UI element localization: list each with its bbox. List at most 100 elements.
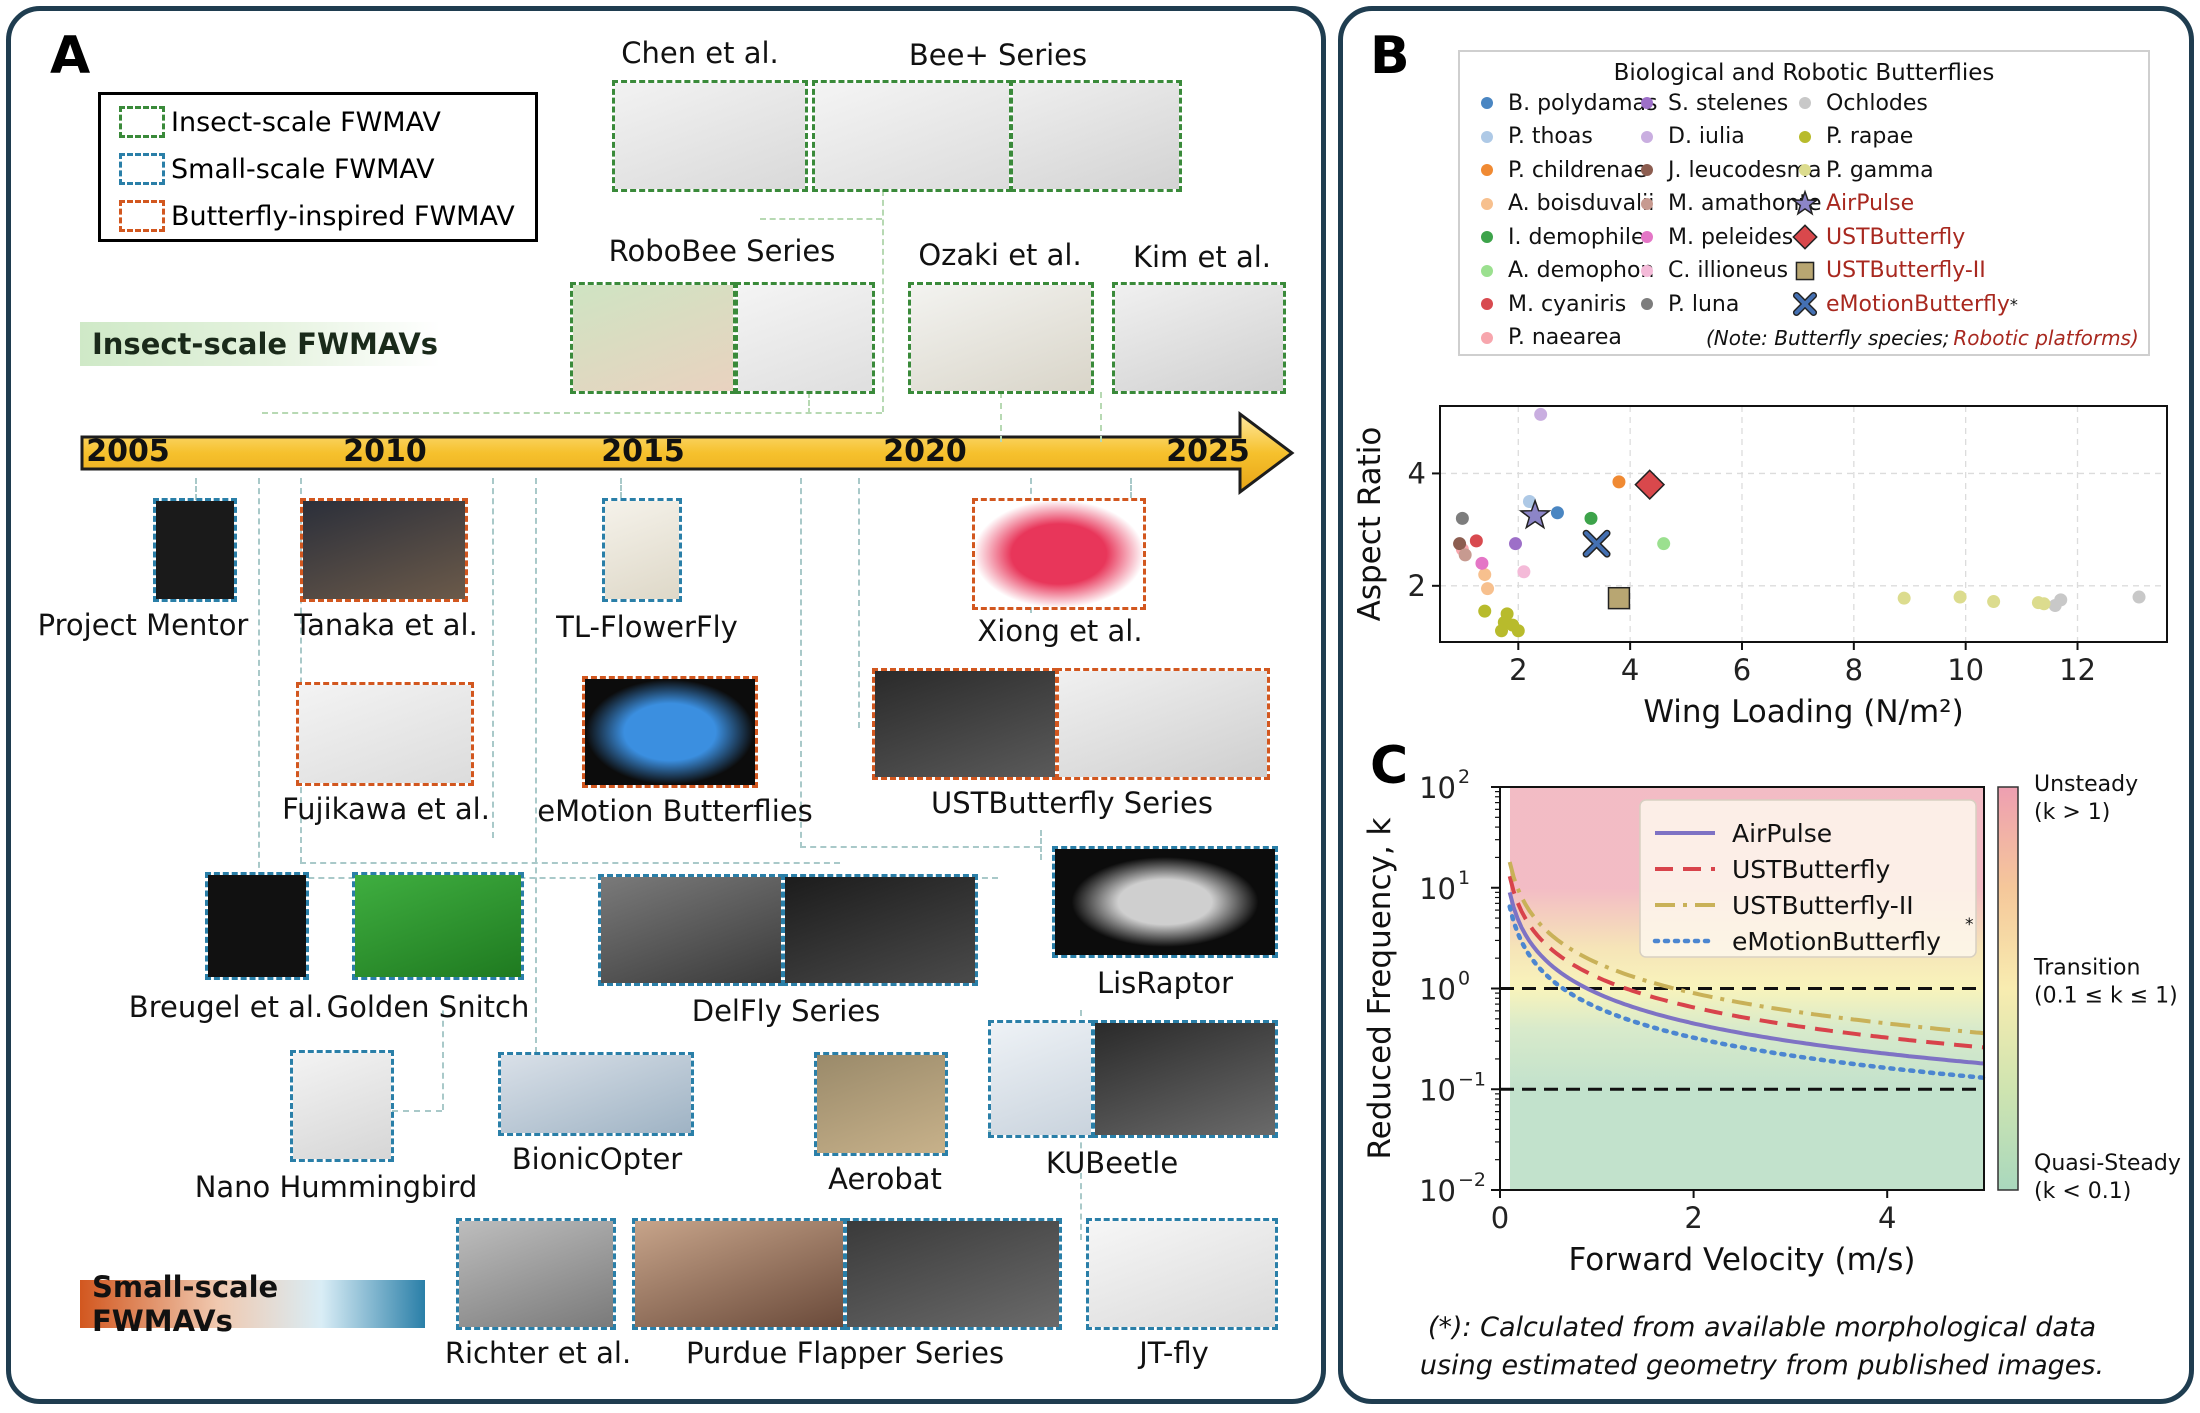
label-jt-fly: JT-fly xyxy=(1139,1336,1209,1370)
legend-marker-shape xyxy=(1641,298,1653,310)
photo-ustbutterfly-1 xyxy=(872,668,1058,780)
year-2015: 2015 xyxy=(601,434,685,469)
connector xyxy=(300,862,840,864)
y-tick-label: 10 xyxy=(1419,872,1456,906)
label-richter: Richter et al. xyxy=(444,1336,632,1370)
timeline-arrow xyxy=(80,411,1295,495)
data-point-p-luna xyxy=(1455,511,1469,525)
data-point-p-rapae xyxy=(1478,604,1492,618)
connector xyxy=(1130,478,1132,498)
photo-nano-hummingbird xyxy=(290,1050,394,1162)
colorbar-label: Transition xyxy=(2033,956,2140,981)
legend-label-insect: Insect-scale FWMAV xyxy=(171,106,441,138)
band-insect-scale: Insect-scale FWMAVs xyxy=(80,322,440,366)
legend-swatch-insect xyxy=(119,106,165,138)
legend-label-butterfly: Butterfly-inspired FWMAV xyxy=(171,200,515,232)
legend-label-b-polydamas: B. polydamas xyxy=(1508,90,1658,116)
series-line-ustbutterfly-ii xyxy=(1507,861,1985,1036)
panel-c-footnote-1: (*): Calculated from available morpholog… xyxy=(1427,1312,2097,1343)
x-tick-label: 2 xyxy=(1684,1201,1702,1235)
legend-entry-c-illioneus: C. illioneus xyxy=(1632,256,1788,286)
label-emotion-butterflies: eMotion Butterflies xyxy=(537,794,813,828)
legend-marker-a-boisduvalii xyxy=(1481,197,1493,210)
legend-entry-p-thoas: P. thoas xyxy=(1472,122,1593,152)
legend-entry-a-boisduvalii: A. boisduvalii xyxy=(1472,189,1654,219)
photo-richter xyxy=(456,1218,616,1330)
legend-label-j-leucodesma: J. leucodesma xyxy=(1668,157,1822,183)
legend-marker-shape xyxy=(1481,331,1493,344)
connector xyxy=(760,218,882,220)
colorbar-label: Quasi-Steady xyxy=(2034,1151,2181,1176)
legend-label-c-illioneus: C. illioneus xyxy=(1668,258,1789,283)
legend-swatch-butterfly xyxy=(119,200,165,232)
data-point-i-demophile xyxy=(1584,511,1598,525)
legend-marker-p-gamma xyxy=(1799,164,1811,176)
legend-entry-j-leucodesma: J. leucodesma xyxy=(1632,155,1822,185)
connector xyxy=(262,412,882,414)
legend-entry-p-luna: P. luna xyxy=(1632,289,1739,319)
data-point-m-cyaniris xyxy=(1469,534,1483,548)
connector xyxy=(1100,392,1102,442)
photo-chen xyxy=(612,80,808,192)
y-tick-exponent: 1 xyxy=(1458,867,1470,889)
photo-kim xyxy=(1112,282,1286,394)
connector xyxy=(882,190,884,412)
panel-c-footnote-2: using estimated geometry from published … xyxy=(1419,1350,2105,1381)
legend-marker-m-peleides xyxy=(1641,231,1653,243)
legend-label-ustbutterfly-ii: USTButterfly-II xyxy=(1732,891,1914,920)
data-point-m-peleides xyxy=(1475,556,1489,570)
connector xyxy=(535,478,537,1073)
legend-entry-airpulse: AirPulse xyxy=(1790,189,1914,219)
colorbar xyxy=(1997,786,2019,1191)
photo-golden-snitch xyxy=(352,872,524,980)
legend-label-m-cyaniris: M. cyaniris xyxy=(1508,291,1627,317)
y-tick-exponent: −1 xyxy=(1458,1068,1486,1090)
x-axis-label: Forward Velocity (m/s) xyxy=(1569,1242,1916,1278)
legend-entry-ustbutterfly: USTButterfly xyxy=(1790,222,1965,252)
legend-item-insect: Insect-scale FWMAV xyxy=(119,103,441,141)
data-point-a-demophon xyxy=(1657,537,1671,551)
label-xiong: Xiong et al. xyxy=(977,614,1143,648)
legend-marker-emotionbutterfly xyxy=(1792,291,1818,317)
label-robobee: RoboBee Series xyxy=(608,234,836,268)
legend-marker-shape xyxy=(1799,130,1811,143)
year-2025: 2025 xyxy=(1166,434,1250,469)
x-tick-label: 0 xyxy=(1491,1201,1509,1235)
y-tick-label: 10 xyxy=(1419,771,1456,805)
legend-entry-a-demophon: A. demophon xyxy=(1472,256,1654,286)
photo-robobee-1 xyxy=(570,282,736,394)
legend-label-a-boisduvalii: A. boisduvalii xyxy=(1508,191,1655,216)
legend-note-robot: Robotic platforms) xyxy=(1953,326,2139,350)
legend-marker-p-luna xyxy=(1641,298,1653,310)
series-line-ustbutterfly xyxy=(1507,875,1985,1050)
panel-b-label: B xyxy=(1370,26,1410,86)
photo-purdue-flapper-1 xyxy=(632,1218,846,1330)
data-point-ochlodes xyxy=(2048,598,2062,612)
x-tick-label: 4 xyxy=(1878,1201,1896,1235)
legend-label-airpulse: AirPulse xyxy=(1732,819,1832,848)
legend-label-a-demophon: A. demophon xyxy=(1508,258,1655,283)
connector xyxy=(858,478,860,728)
label-nano-hummingbird: Nano Hummingbird xyxy=(194,1170,478,1204)
panel-a-label: A xyxy=(50,26,91,86)
photo-bee-plus-2 xyxy=(1010,80,1182,192)
connector xyxy=(620,478,622,498)
panel-b-legend: Biological and Robotic Butterflies B. po… xyxy=(1458,50,2150,356)
legend-label-ustbutterfly: USTButterfly xyxy=(1826,224,1966,250)
legend-marker-shape xyxy=(1799,97,1811,109)
legend-marker-ochlodes xyxy=(1799,97,1811,109)
legend-label-p-thoas: P. thoas xyxy=(1508,124,1593,149)
photo-lisraptor xyxy=(1052,846,1278,958)
legend-label-emotionbutterfly: eMotionButterfly xyxy=(1732,927,1941,956)
legend-entry-d-iulia: D. iulia xyxy=(1632,122,1745,152)
label-ustbutterfly: USTButterfly Series xyxy=(931,786,1213,820)
legend-marker-shape xyxy=(1641,231,1653,243)
photo-robobee-2 xyxy=(735,282,875,394)
label-bee-plus: Bee+ Series xyxy=(908,38,1088,72)
photo-purdue-flapper-2 xyxy=(844,1218,1062,1330)
legend-label-p-childrenae: P. childrenae xyxy=(1508,157,1648,183)
legend-marker-b-polydamas xyxy=(1481,97,1493,109)
label-purdue-flapper: Purdue Flapper Series xyxy=(685,1336,1005,1370)
colorbar-sublabel: (0.1 ≤ k ≤ 1) xyxy=(2034,984,2178,1009)
